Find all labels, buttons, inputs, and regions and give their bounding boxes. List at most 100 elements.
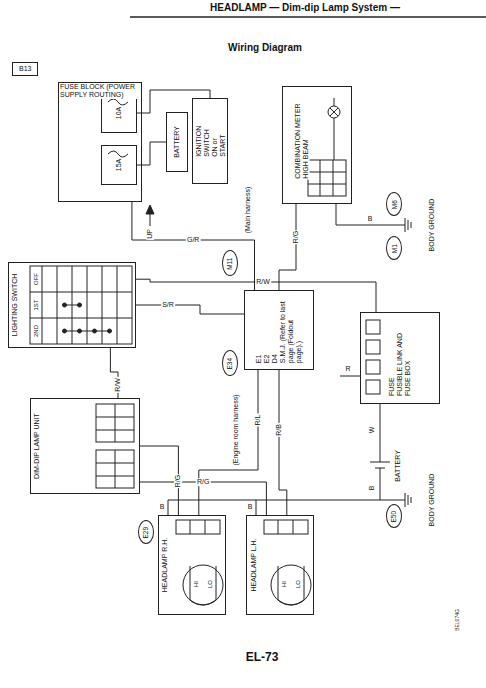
component-label: E29 [142, 525, 149, 539]
switch-grid-stroke [93, 329, 97, 333]
path-stroke [278, 520, 293, 534]
switch-grid-stroke [102, 266, 103, 344]
page-title: HEADLAMP — Dim-dip Lamp System — [150, 2, 460, 13]
component-label: S.M.J. (Refer to last page (Foldout page… [279, 296, 303, 364]
text-group: HEADLAMP R.H. [161, 537, 169, 593]
component-label: FUSE [388, 319, 396, 397]
diagram-label: B [367, 215, 374, 223]
component-box: HEADLAMP L.H. [246, 515, 314, 615]
wire-color-code: R/G [292, 230, 300, 244]
switch-grid-stroke [108, 329, 112, 333]
diagram-label: R [344, 365, 351, 373]
wire [279, 204, 296, 290]
component-box: 15A [101, 145, 137, 185]
component-box: HEADLAMP R.H. [158, 515, 226, 615]
lighting-switch-grid [30, 266, 132, 344]
wire-color-code: R/G [196, 478, 210, 486]
text-group: 10A [115, 106, 123, 120]
connector-id: M1 [386, 236, 402, 260]
diagram-label: BODY GROUND [428, 198, 436, 253]
text-group: BATTERY [173, 125, 181, 159]
switch-grid-stroke [63, 329, 67, 333]
connector-id: E34 [222, 350, 238, 376]
component-label: D4 [271, 296, 279, 364]
diagram-label: BEL074G [455, 608, 461, 632]
component-box: B13 [12, 62, 38, 76]
dim-dip-connectors [96, 404, 134, 488]
circle-stroke [183, 565, 223, 605]
rect-stroke [176, 520, 220, 534]
header-rule [130, 16, 486, 18]
text-group: E29 [142, 525, 149, 539]
wire-color-code: R/B [275, 423, 283, 437]
line-stroke [42, 266, 43, 344]
path-stroke [405, 218, 411, 232]
rect-stroke [96, 404, 134, 442]
component-box: FUSEFUSIBLE LINK AND FUSE BOX [360, 312, 440, 404]
wire-color-code: S/R [161, 301, 175, 309]
path-stroke [278, 566, 304, 605]
wire [137, 90, 210, 113]
diagram-label: OFF [33, 272, 40, 286]
text-group: E50 [390, 509, 397, 523]
text-group: LIGHTING SWITCH [11, 273, 19, 338]
switch-grid-stroke [30, 292, 132, 293]
headlamp-rh-art [176, 520, 223, 605]
path-stroke [108, 99, 128, 157]
diagram-label: EL-73 [245, 651, 280, 664]
diagram-label: 1ST [33, 298, 40, 311]
up-arrow [146, 205, 154, 226]
wire-color-code: G/R [186, 236, 200, 244]
component-label: COMBINATION METER [294, 102, 302, 179]
switch-grid-stroke [30, 318, 132, 319]
component-label: DIM-DIP LAMP UNIT [33, 412, 41, 480]
path-stroke [308, 160, 346, 196]
rect-stroke [366, 320, 380, 334]
wire [140, 482, 266, 515]
switch-grid-stroke [63, 303, 67, 307]
meter-art [308, 98, 405, 225]
component-label: LIGHTING SWITCH [11, 273, 19, 338]
text-group: M11 [226, 256, 233, 270]
connector-id: E50 [386, 504, 402, 528]
component-label: M1 [390, 243, 397, 254]
component-label: HEADLAMP L.H. [249, 537, 257, 592]
switch-grid-stroke [78, 329, 82, 333]
diagram-label: (Engine room harness) [232, 393, 240, 466]
diagram-label: UP [146, 228, 154, 240]
diagram-label: LO [295, 579, 302, 589]
ground-symbol-1 [405, 218, 411, 232]
component-label: BATTERY [173, 125, 181, 159]
rect-stroke [366, 340, 380, 354]
connector-id: M6 [386, 192, 402, 216]
component-label: FUSE BLOCK (POWER SUPPLY ROUTING) [59, 83, 141, 99]
path-stroke [146, 205, 154, 214]
rect-stroke [366, 380, 380, 394]
switch-grid-stroke [87, 266, 88, 344]
rect-stroke [96, 450, 134, 488]
component-label: 10A [115, 106, 123, 120]
wire [136, 305, 244, 314]
text-group: COMBINATION METERHIGH BEAM [294, 102, 310, 179]
diagram-label: HI [281, 580, 288, 588]
diagram-label: (Main harness) [244, 186, 252, 235]
text-group: DIM-DIP LAMP UNIT [33, 412, 41, 480]
switch-grid-stroke [57, 266, 58, 344]
text-group: HEADLAMP L.H. [249, 537, 257, 592]
fuse-block-art [108, 99, 128, 157]
diagram-label: BODY GROUND [428, 473, 436, 528]
component-label: B13 [18, 65, 32, 73]
rect-stroke [264, 520, 308, 534]
text-group: E34 [226, 356, 233, 370]
g-stroke [30, 266, 132, 344]
diagram-label: Wiring Diagram [227, 42, 303, 53]
text-group: 15A [115, 158, 123, 172]
switch-grid-stroke [117, 266, 118, 344]
rect-stroke [30, 266, 132, 344]
component-label: E50 [390, 509, 397, 523]
text-group: FUSE BLOCK (POWER SUPPLY ROUTING) [59, 83, 141, 99]
text-group: M1 [390, 243, 397, 254]
